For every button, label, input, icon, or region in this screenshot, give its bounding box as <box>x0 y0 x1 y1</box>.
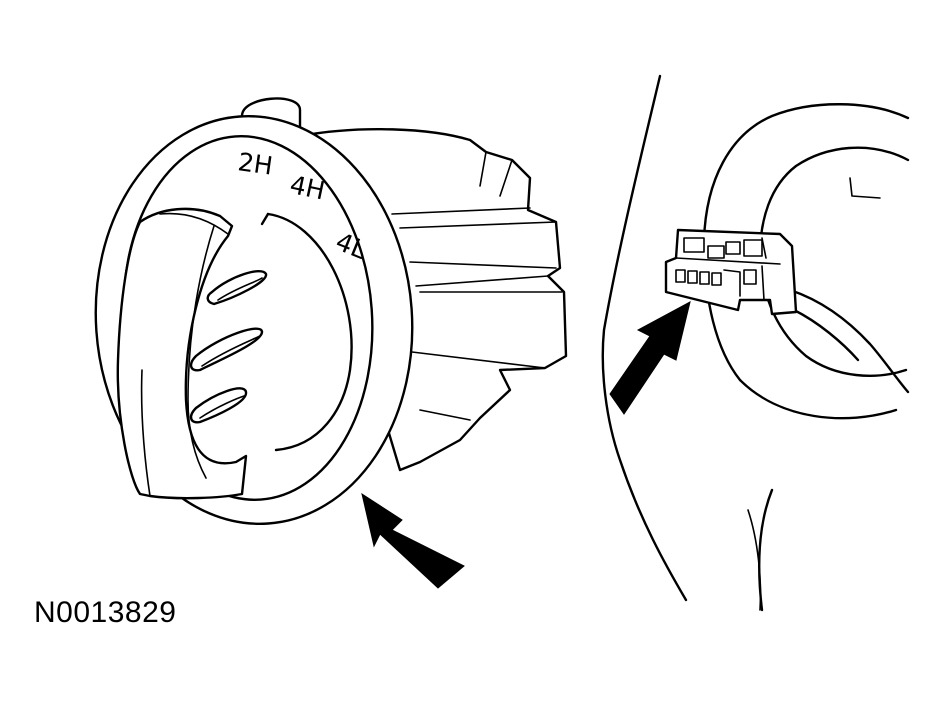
rotary-knob <box>116 207 248 500</box>
arrow-to-switch <box>361 492 465 589</box>
knob-edge <box>159 212 229 235</box>
arrow-to-connector <box>609 301 691 415</box>
housing-rib <box>409 261 557 269</box>
housing-rib <box>499 159 513 197</box>
pointer-tick <box>260 212 270 226</box>
housing-rib <box>411 351 546 369</box>
knob-edge <box>140 369 151 497</box>
housing-rib <box>391 207 531 215</box>
knob-grip-grooves <box>189 270 268 424</box>
wiring-harness <box>788 288 910 394</box>
figure-id: N0013829 <box>34 596 177 629</box>
housing-rib <box>399 221 557 229</box>
housing-rib <box>415 275 549 287</box>
instrument-panel-opening <box>601 74 910 612</box>
four-wheel-drive-selector-switch: 2H 4H 4L <box>94 97 568 589</box>
knob-recess <box>266 212 353 452</box>
lower-panel-curve <box>747 509 762 611</box>
knob-edge <box>187 225 215 479</box>
position-label-4h: 4H <box>287 170 327 206</box>
opening-notch <box>849 177 881 199</box>
housing-rib <box>419 409 471 421</box>
housing-rib <box>469 139 487 187</box>
panel-edge <box>601 74 688 602</box>
position-label-2h: 2H <box>236 147 274 181</box>
electrical-connector <box>664 228 798 316</box>
wiring-harness <box>792 308 860 362</box>
